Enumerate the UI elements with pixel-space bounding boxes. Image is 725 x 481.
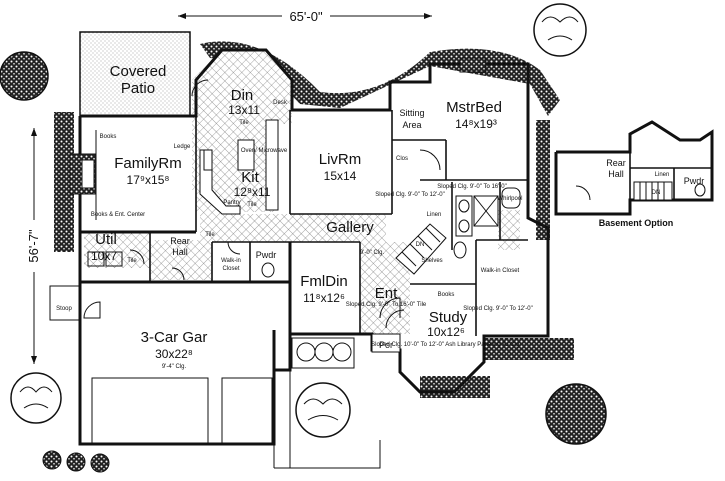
gallery-name: Gallery [326,219,374,236]
width-dimension: 65'-0" [178,8,432,24]
hedge-west [54,112,74,252]
landscape [0,3,607,473]
utility-tile [84,232,150,268]
sloped-clg-closet2: Sloped Clg. 9'-0" To 12'-0" [463,306,532,312]
interior-walls [80,110,528,336]
study-size: 10x12⁶ [427,325,465,339]
tree-icon [533,3,587,57]
walkin-label-1: Walk-in [221,258,241,264]
rear-hall-tile [150,240,212,280]
depth-dimension-label: 56'-7" [26,229,41,263]
fmldin-name: FmlDin [300,273,348,290]
kitchen-counters [199,119,279,215]
shelves-label: Shelves [421,258,442,264]
garage-size: 30x22⁸ [155,347,193,361]
stoop-label: Stoop [56,306,72,312]
clos-label: Clos [396,156,408,162]
din-size: 13x11 [228,103,260,117]
stoop [49,285,81,321]
dryer-icon [105,251,123,267]
oven-label: Oven/ Microwave [241,148,288,154]
util-note: Tile [127,258,137,264]
books-ent-label: Books & Ent. Center [91,212,145,218]
rear-hall-label-2: Hall [172,247,188,257]
basement-option-title: Basement Option [599,218,674,228]
garage-note: 9'-4" Clg. [162,364,187,370]
covered-patio-label-1: Covered [110,63,167,80]
pwdr-name: Pwdr [256,250,277,260]
sloped-clg-closet: Sloped Clg. 9'-0" To 12'-0" [375,192,444,198]
master-bath-tile [498,210,520,250]
garage-name: 3-Car Gar [141,329,208,346]
rear-hall-label-1: Rear [170,236,190,246]
porch [371,333,401,353]
din-name: Din [231,87,254,104]
tile-label: Tile [205,232,215,238]
livrm-name: LivRm [319,151,362,168]
familyrm-size: 17⁹x15⁸ [127,173,170,187]
livrm-size: 15x14 [324,169,357,183]
mstrbed-size: 14⁸x19³ [455,117,497,131]
gallery-tile [200,214,386,242]
kit-name: Kit [241,169,259,186]
staircase [395,223,447,275]
garage-doors [91,370,381,469]
books-study-label: Books [438,292,455,298]
covered-patio [79,31,191,117]
ent-clg: Sloped Clg. 9'-0" To 16'-0" Tile [346,302,427,308]
linen-label: Linen [427,212,442,218]
washer-icon [87,251,105,267]
study-clg: Sloped Clg. 10'-0" To 12'-0" Ash Library… [371,342,521,348]
hedge-front-study [420,376,490,398]
basement-linen: Linen [655,172,670,178]
doors [83,79,441,329]
basement-pwdr: Pwdr [684,176,705,186]
tree-icon [0,51,49,101]
basement-rear-hall-1: Rear [606,158,626,168]
mstrbed-name: MstrBed [446,99,502,116]
tree-icon [10,372,62,424]
basement-rear-hall-2: Hall [608,169,624,179]
bath-fixtures [453,187,521,259]
walkin-closet2-label: Walk-in Closet [481,268,520,274]
por-name: Por [379,340,393,350]
master-fireplace [459,57,487,73]
kit-size: 12⁸x11 [234,185,271,199]
whirlpool-label: Whirlpool [497,196,522,202]
familyrm-name: FamilyRm [114,155,182,172]
sitting-label-1: Sitting [399,108,424,118]
hedge-front [484,338,574,360]
books-label: Books [100,134,117,140]
basement-dn: DN [652,190,661,196]
depth-dimension: 56'-7" [26,128,42,364]
kit-note: Tile [247,202,257,208]
sloped-clg-bath: Sloped Clg. 9'-0" To 16'-0" [437,184,506,190]
pantry-label: Pantry [223,200,240,206]
din-note: Tile [239,120,249,126]
clg-label: 9'-0" Clg. [360,250,385,256]
ledge-label: Ledge [174,144,191,150]
walkin-label-2: Closet [222,266,239,272]
covered-patio-label-2: Patio [121,80,155,97]
bay-planter [291,337,355,369]
fmldin-size: 11⁸x12⁶ [303,291,345,305]
shrub-row [42,450,110,473]
toilet-icon [261,262,275,278]
ent-name: Ent [375,285,398,302]
desk-label: Desk [273,100,288,106]
width-dimension-label: 65'-0" [289,9,323,24]
basement-option-inset: Rear Hall Linen Pwdr DN Basement Option [554,120,714,228]
hedge-east [536,120,550,240]
util-name: Util [95,231,117,248]
tree-icon [295,382,351,438]
sitting-label-2: Area [402,120,421,130]
dn-label: DN [416,242,425,248]
tree-icon [545,383,607,445]
study-name: Study [429,309,468,326]
util-size: 10x7 [91,249,117,263]
